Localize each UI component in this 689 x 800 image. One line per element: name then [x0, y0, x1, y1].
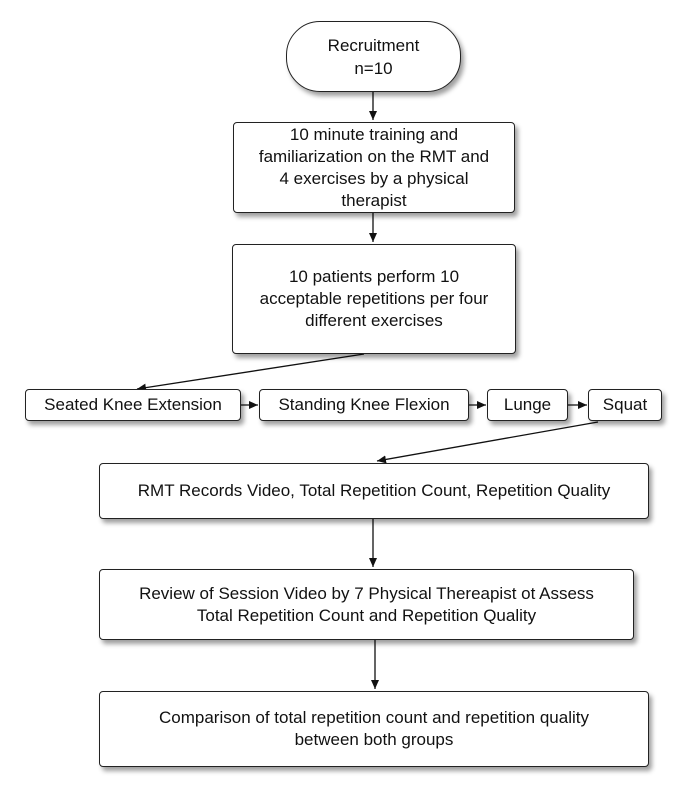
exercise-label: Seated Knee Extension — [44, 395, 222, 414]
training-line-2: familiarization on the RMT and — [258, 146, 490, 166]
rmt-records-node: RMT Records Video, Total Repetition Coun… — [99, 463, 649, 519]
exercise-seated-knee-extension: Seated Knee Extension — [25, 389, 241, 421]
recruitment-node: Recruitment n=10 — [286, 21, 461, 92]
exercise-standing-knee-flexion: Standing Knee Flexion — [259, 389, 469, 421]
review-node: Review of Session Video by 7 Physical Th… — [99, 569, 634, 640]
comparison-node: Comparison of total repetition count and… — [99, 691, 649, 767]
rmt-records-line-1: RMT Records Video, Total Repetition Coun… — [137, 481, 611, 500]
perform-line-2: acceptable repetitions per four — [259, 289, 489, 308]
exercise-label: Lunge — [503, 395, 552, 414]
recruitment-line-1: Recruitment — [327, 35, 420, 55]
exercise-squat: Squat — [588, 389, 662, 421]
comparison-line-1: Comparison of total repetition count and… — [159, 708, 589, 727]
training-node: 10 minute training and familiarization o… — [233, 122, 515, 213]
exercise-label: Standing Knee Flexion — [278, 395, 450, 414]
comparison-line-2: between both groups — [294, 730, 454, 749]
arrow-squat-to-rmt — [376, 421, 599, 464]
perform-line-3: different exercises — [305, 311, 443, 330]
perform-line-1: 10 patients perform 10 — [288, 267, 460, 286]
arrow-perform-to-seated — [136, 353, 365, 392]
review-line-1: Review of Session Video by 7 Physical Th… — [139, 583, 594, 603]
recruitment-line-2: n=10 — [354, 58, 393, 78]
review-line-2: Total Repetition Count and Repetition Qu… — [196, 605, 537, 625]
exercise-lunge: Lunge — [487, 389, 568, 421]
training-line-1: 10 minute training and — [289, 124, 459, 144]
training-line-4: therapist — [341, 190, 407, 210]
training-line-3: 4 exercises by a physical — [279, 168, 469, 188]
exercise-label: Squat — [602, 395, 648, 414]
perform-node: 10 patients perform 10 acceptable repeti… — [232, 244, 516, 354]
